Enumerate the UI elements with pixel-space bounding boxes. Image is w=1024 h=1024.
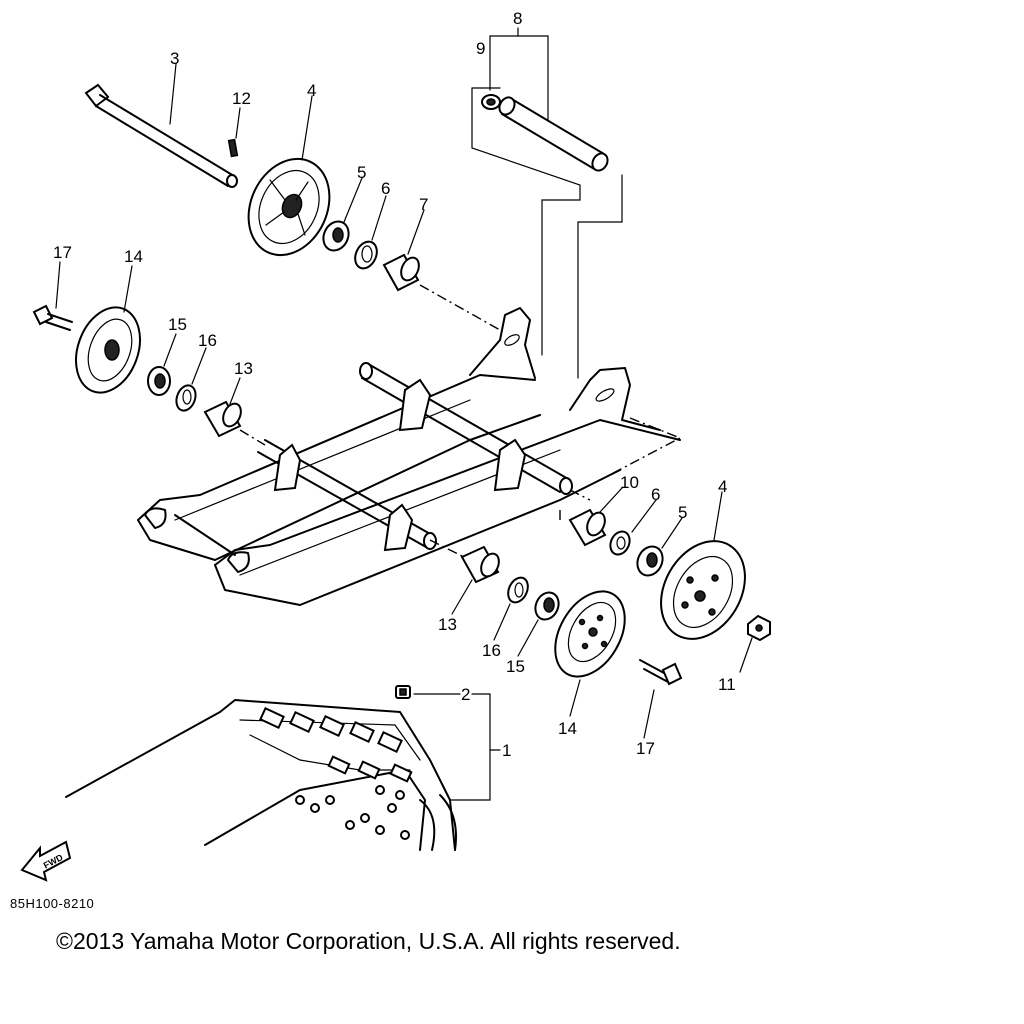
- collar-left: [203, 400, 242, 438]
- cross-shaft-part: [481, 94, 609, 172]
- callout-4-right: 4: [718, 477, 727, 496]
- callout-17-lower: 17: [636, 739, 655, 758]
- circlip-lower: [507, 576, 529, 604]
- callout-numbers: 1 2 3 4 4 5 5 6 6 7 8 9 10 11 12 13 13 1…: [53, 9, 736, 760]
- forward-arrow-icon: FWD: [20, 840, 72, 882]
- callout-10: 10: [620, 473, 639, 492]
- callout-13-upper: 13: [234, 359, 253, 378]
- callout-13-lower: 13: [438, 615, 457, 634]
- drawing-id: 85H100-8210: [10, 896, 95, 911]
- callout-6-upper: 6: [381, 179, 390, 198]
- callout-14-lower: 14: [558, 719, 577, 738]
- track-holes: [295, 785, 410, 840]
- collar-lower: [460, 545, 500, 584]
- callout-1: 1: [502, 741, 511, 760]
- circlip-right: [609, 530, 631, 556]
- callout-12: 12: [232, 89, 251, 108]
- pin-part: [227, 138, 239, 158]
- circlip-left: [175, 384, 197, 412]
- bearing-lower: [534, 591, 560, 621]
- bearing-right: [636, 545, 664, 577]
- bolt-lower: [639, 659, 683, 686]
- callout-2: 2: [461, 685, 470, 704]
- callout-7: 7: [419, 195, 428, 214]
- collar-upper: [382, 253, 420, 292]
- track-clip-part: [395, 685, 411, 699]
- bearing-upper: [322, 220, 350, 252]
- leader-lines: [55, 27, 753, 801]
- callout-5-upper: 5: [357, 163, 366, 182]
- circlip-upper: [354, 240, 378, 270]
- exploded-view-bracket: [471, 87, 623, 379]
- bearing-left: [147, 366, 171, 396]
- bolt-left: [32, 304, 73, 331]
- callout-15-left: 15: [168, 315, 187, 334]
- callout-15-lower: 15: [506, 657, 525, 676]
- nut-part: [747, 614, 771, 642]
- callout-11: 11: [718, 675, 736, 694]
- idler-wheel-left: [75, 306, 141, 394]
- callout-17-left: 17: [53, 243, 72, 262]
- idler-wheel-upper: [247, 157, 331, 257]
- axle-shaft-part: [84, 83, 238, 188]
- callout-5-right: 5: [678, 503, 687, 522]
- callout-16-lower: 16: [482, 641, 501, 660]
- callout-6-right: 6: [651, 485, 660, 504]
- callout-8: 8: [513, 9, 522, 28]
- callout-9: 9: [476, 39, 485, 58]
- track-cleats: [259, 707, 413, 783]
- callout-3: 3: [170, 49, 179, 68]
- collar-right: [568, 508, 607, 547]
- idler-wheel-lower: [554, 590, 626, 678]
- track-part: [65, 699, 457, 851]
- copyright-notice: ©2013 Yamaha Motor Corporation, U.S.A. A…: [56, 928, 681, 954]
- idler-wheel-right: [660, 540, 746, 640]
- callout-4-upper: 4: [307, 81, 316, 100]
- callout-16-left: 16: [198, 331, 217, 350]
- slide-rail-frame: [137, 284, 682, 606]
- callout-14-left: 14: [124, 247, 143, 266]
